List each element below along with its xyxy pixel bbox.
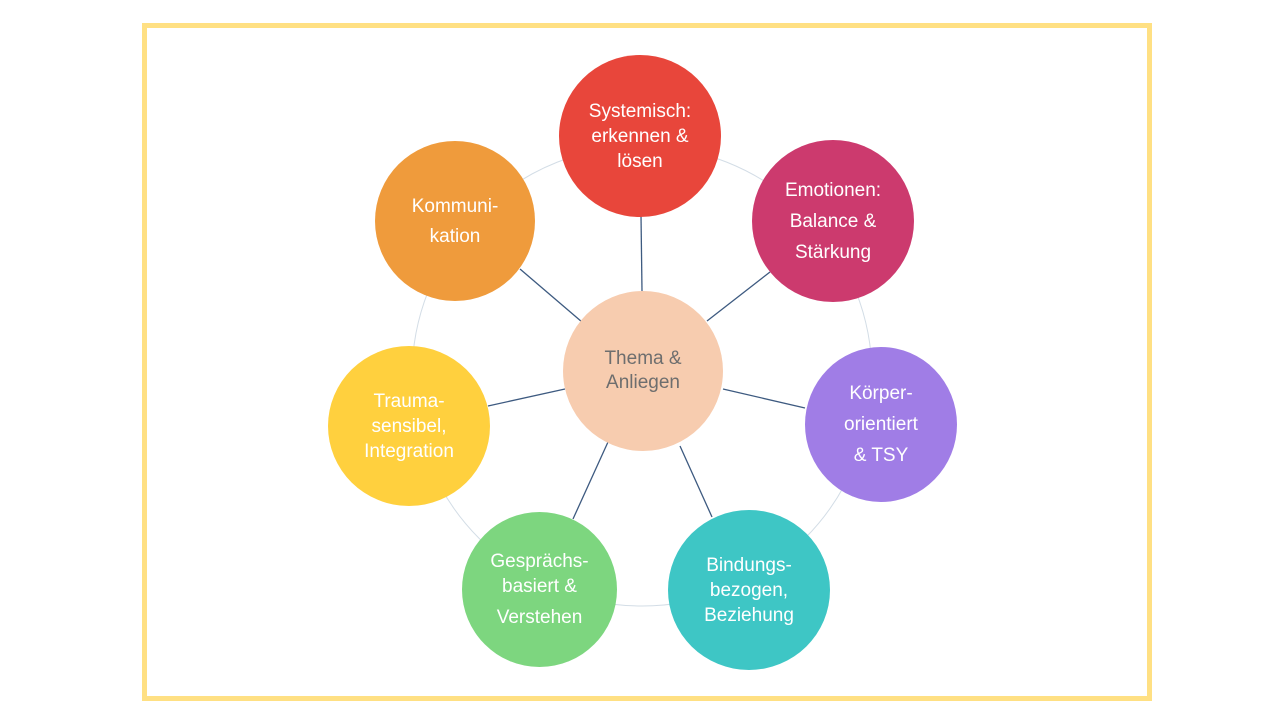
center-node-line-2: Anliegen [606, 372, 680, 393]
spokes [487, 214, 806, 520]
node-kommunikation-line-2: kation [429, 225, 481, 247]
node-koerper-line-1: Körper- [849, 383, 913, 404]
node-gespraech: Gesprächs- basiert & Verstehen [462, 512, 617, 667]
node-trauma: Trauma- sensibel, Integration [328, 346, 490, 506]
node-systemisch: Systemisch: erkennen & lösen [559, 55, 721, 217]
node-bindung-line-1: Bindungs- [706, 554, 792, 576]
node-gespraech-line-1: Gesprächs- [490, 551, 589, 572]
node-gespraech-line-3: Verstehen [496, 607, 583, 628]
node-emotionen-line-2: Balance & [789, 210, 877, 232]
node-koerper-line-3: & TSY [853, 445, 909, 466]
node-trauma-line-1: Trauma- [373, 390, 445, 412]
node-bindung: Bindungs- bezogen, Beziehung [668, 510, 830, 670]
spoke-gespraech [572, 441, 609, 520]
node-emotionen: Emotionen: Balance & Stärkung [752, 140, 914, 302]
node-systemisch-line-2: erkennen & [591, 125, 689, 147]
node-koerper-line-2: orientiert [844, 414, 918, 435]
node-trauma-line-2: sensibel, [371, 415, 447, 437]
spoke-koerper [722, 388, 806, 409]
node-emotionen-line-3: Stärkung [794, 241, 872, 263]
node-systemisch-line-1: Systemisch: [588, 100, 692, 122]
center-node-line-1: Thema & [604, 348, 682, 369]
spoke-systemisch [640, 214, 643, 292]
node-trauma-line-3: Integration [364, 440, 454, 462]
node-kommunikation: Kommuni- kation [375, 141, 535, 301]
slide-frame [142, 23, 1152, 701]
center-node-thema: Thema & Anliegen [563, 291, 723, 451]
node-gespraech-line-2: basiert & [502, 576, 577, 597]
node-bindung-line-3: Beziehung [704, 604, 794, 626]
node-kommunikation-line-1: Kommuni- [411, 195, 499, 217]
spoke-kommunikation [519, 268, 583, 323]
node-systemisch-line-3: lösen [617, 150, 663, 172]
spoke-emotionen [706, 271, 771, 322]
spoke-trauma [487, 388, 566, 407]
spoke-bindung [679, 445, 713, 518]
node-emotionen-line-1: Emotionen: [784, 179, 882, 201]
node-bindung-line-2: bezogen, [709, 579, 789, 601]
node-koerper: Körper- orientiert & TSY [805, 347, 957, 502]
